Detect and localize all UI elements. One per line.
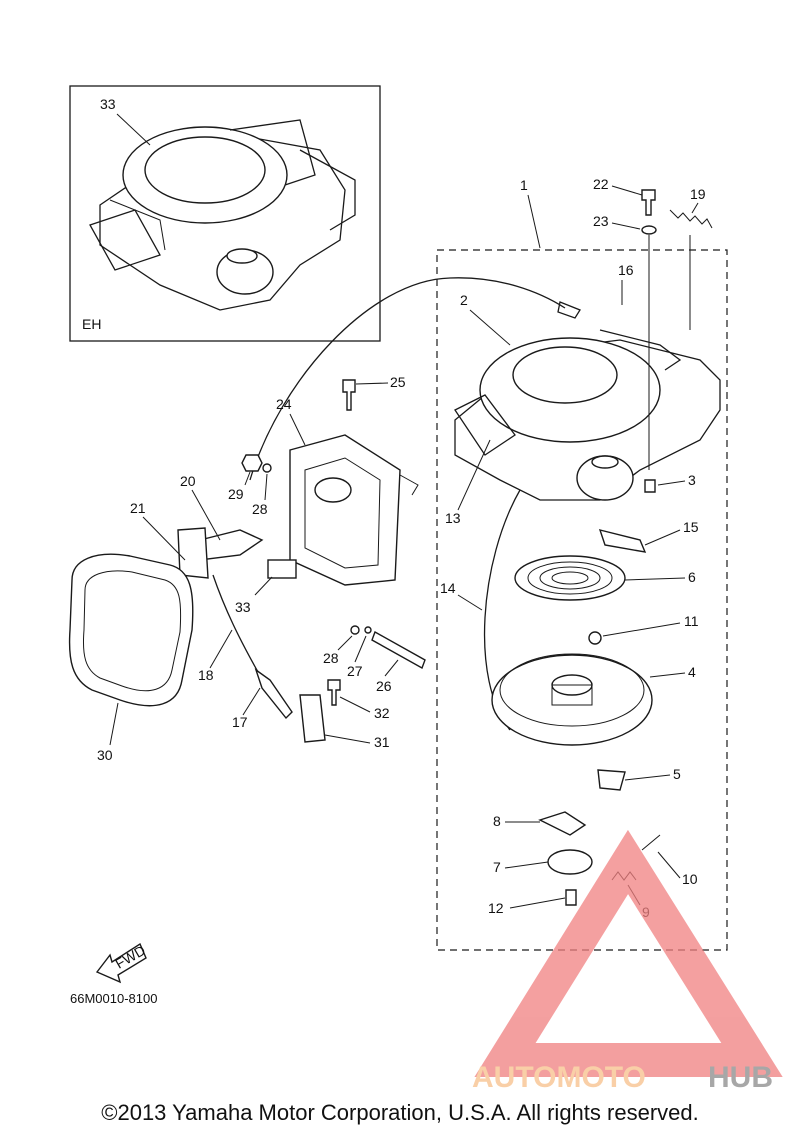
collar-3 xyxy=(644,479,656,493)
callout-33: 33 xyxy=(235,599,251,615)
filter-frame-30 xyxy=(68,553,194,707)
callout-16: 16 xyxy=(618,262,634,278)
callout-14: 14 xyxy=(440,580,456,596)
washer-28-top xyxy=(262,463,272,473)
washer-23 xyxy=(641,225,657,235)
watermark-text-a: AUTOMOTO xyxy=(472,1061,646,1094)
bolt-22 xyxy=(641,189,656,216)
callout-1: 1 xyxy=(520,177,528,193)
watermark-triangle xyxy=(474,829,783,1077)
inset-label: EH xyxy=(82,316,101,332)
callout-26: 26 xyxy=(376,678,392,694)
circlip-11 xyxy=(588,631,602,645)
callout-7: 7 xyxy=(493,859,501,875)
callout-30: 30 xyxy=(97,747,113,763)
cable-18 xyxy=(212,574,259,673)
callout-34: 33 xyxy=(100,96,116,112)
bolt-32 xyxy=(327,679,341,706)
callout-22: 22 xyxy=(593,176,609,192)
starter-housing xyxy=(454,329,721,501)
plate-cap xyxy=(547,849,593,875)
callout-20: 20 xyxy=(180,473,196,489)
rope-guide-bracket xyxy=(289,434,419,586)
callout-8: 8 xyxy=(493,813,501,829)
copyright-notice: ©2013 Yamaha Motor Corporation, U.S.A. A… xyxy=(101,1100,699,1125)
handle-20 xyxy=(199,529,264,561)
nut-29 xyxy=(241,454,263,472)
callout-13: 13 xyxy=(445,510,461,526)
callout-21: 21 xyxy=(130,500,146,516)
spring-19 xyxy=(669,209,713,229)
inset-eh: 33 EH xyxy=(69,85,381,342)
callout-23: 23 xyxy=(593,213,609,229)
callouts: 1 2 3 4 5 6 7 8 9 10 11 12 13 14 15 16 1… xyxy=(97,176,706,920)
callout-11: 11 xyxy=(684,613,699,629)
rope-pulley xyxy=(491,653,653,746)
callout-10: 10 xyxy=(682,871,698,887)
drawing-code: 66M0010-8100 xyxy=(70,991,157,1006)
callout-24: 24 xyxy=(276,396,292,412)
callout-17: 17 xyxy=(232,714,248,730)
washer-28-bottom xyxy=(350,625,360,635)
callout-25: 25 xyxy=(390,374,406,390)
callout-6: 6 xyxy=(688,569,696,585)
friction-plate xyxy=(538,811,587,836)
callout-12: 12 xyxy=(488,900,504,916)
callout-2: 2 xyxy=(460,292,468,308)
callout-29: 29 xyxy=(228,486,244,502)
watermark-text-b: HUB xyxy=(708,1061,773,1094)
bolt-12 xyxy=(565,889,577,906)
bolt-25 xyxy=(342,379,356,411)
callout-3: 3 xyxy=(688,472,696,488)
callout-15: 15 xyxy=(683,519,699,535)
washer-27 xyxy=(364,626,372,634)
callout-32: 32 xyxy=(374,705,390,721)
assembly-boundary xyxy=(436,249,728,951)
label-33 xyxy=(267,559,297,579)
callout-4: 4 xyxy=(688,664,696,680)
callout-28b: 28 xyxy=(323,650,339,666)
clip-21 xyxy=(177,527,209,579)
bracket-31 xyxy=(299,694,326,743)
callout-28a: 28 xyxy=(252,501,268,517)
callout-18: 18 xyxy=(198,667,214,683)
spiral-spring xyxy=(514,555,626,601)
bracket-15 xyxy=(598,529,647,553)
callout-27: 27 xyxy=(347,663,363,679)
callout-19: 19 xyxy=(690,186,706,202)
starter-cable-top xyxy=(249,277,566,481)
watermark: AUTOMOTO HUB xyxy=(472,829,783,1094)
callout-31: 31 xyxy=(374,734,390,750)
spring-10 xyxy=(641,834,661,851)
drive-pawl xyxy=(597,769,626,791)
cable-end-17 xyxy=(254,668,293,720)
bolt-26 xyxy=(371,630,426,670)
fwd-direction-icon: FWD xyxy=(95,942,148,984)
callout-5: 5 xyxy=(673,766,681,782)
